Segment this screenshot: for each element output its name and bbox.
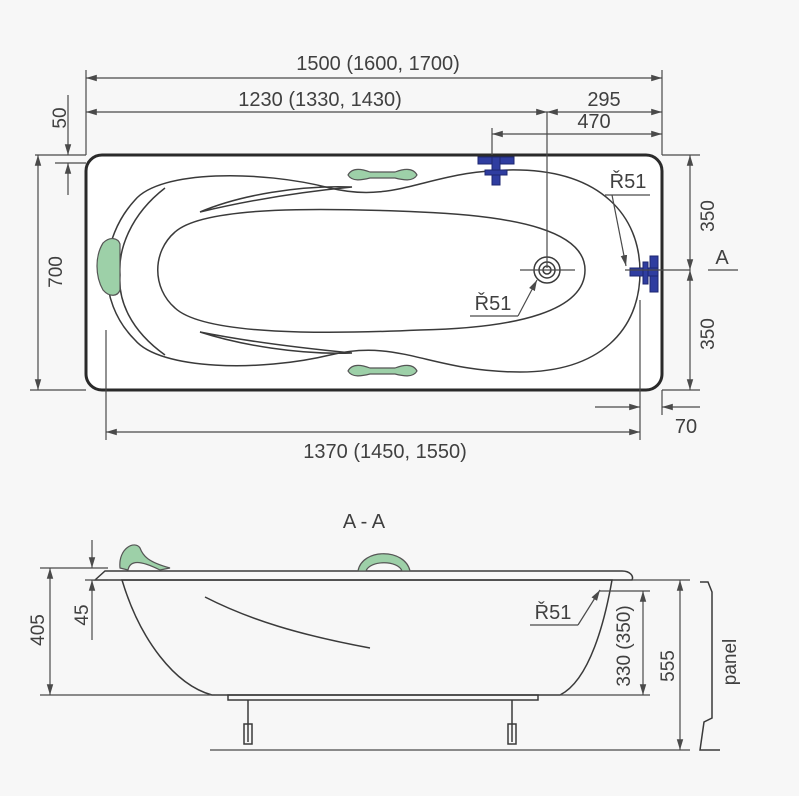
handle-top [347,168,418,181]
dim-overflow-height: 330 (350) [614,605,635,686]
dim-inner-length: 1370 (1450, 1550) [303,441,466,463]
tap-side [629,255,659,293]
dim-radius-section: Ř51 [535,601,572,624]
dim-tap-offset-470: 470 [577,111,610,133]
panel-label: panel [720,639,741,686]
dim-rim-70: 70 [675,416,697,438]
tub-basin [157,208,586,334]
dim-rim-45: 45 [72,604,93,625]
panel-profile [699,581,720,751]
dim-tap-offset-295: 295 [587,89,620,111]
armrest-curve-bottom [199,331,353,355]
section-headrest [119,544,171,571]
handle-bottom [347,364,418,377]
dim-drain-distance: 1230 (1330, 1430) [238,89,401,111]
dim-radius-overflow: Ř51 [610,170,647,193]
dim-half-width-top: 350 [698,200,719,232]
dim-total-height: 555 [658,650,679,682]
dim-overall-length: 1500 (1600, 1700) [296,53,459,75]
dim-width-700: 700 [46,256,67,288]
section-handle [357,553,411,572]
armrest-curve-top [199,185,353,213]
section-marker: A [715,247,729,269]
tub-inner-rim [106,169,641,373]
dim-radius-drain: Ř51 [475,292,512,315]
section-view: A - A 405 45 Ř51 [28,511,741,751]
dim-half-width-bottom: 350 [698,318,719,350]
headrest [96,238,121,296]
section-base [227,694,539,701]
dim-depth-405: 405 [28,614,49,646]
plan-view: 1500 (1600, 1700) 1230 (1330, 1430) 295 … [30,53,738,463]
tub-outline [84,153,664,392]
tap-top [477,156,515,186]
section-rim [93,570,634,581]
section-body [120,579,613,696]
section-title: A - A [343,511,386,533]
dim-rim-50: 50 [50,107,71,128]
